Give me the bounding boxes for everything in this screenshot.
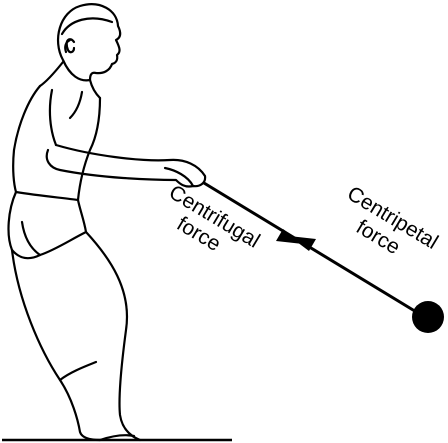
athlete-figure — [7, 3, 207, 442]
athlete-shorts — [7, 190, 88, 260]
hammer-wire — [203, 181, 419, 315]
athlete-head — [56, 3, 122, 82]
centrifugal-label: Centrifugal force — [165, 181, 264, 256]
hammer-ball — [412, 301, 444, 333]
centripetal-label: Centripetal force — [343, 182, 442, 259]
centripetal-arrowhead — [289, 236, 316, 251]
athlete-torso — [12, 84, 102, 202]
athlete-arm — [45, 143, 207, 188]
